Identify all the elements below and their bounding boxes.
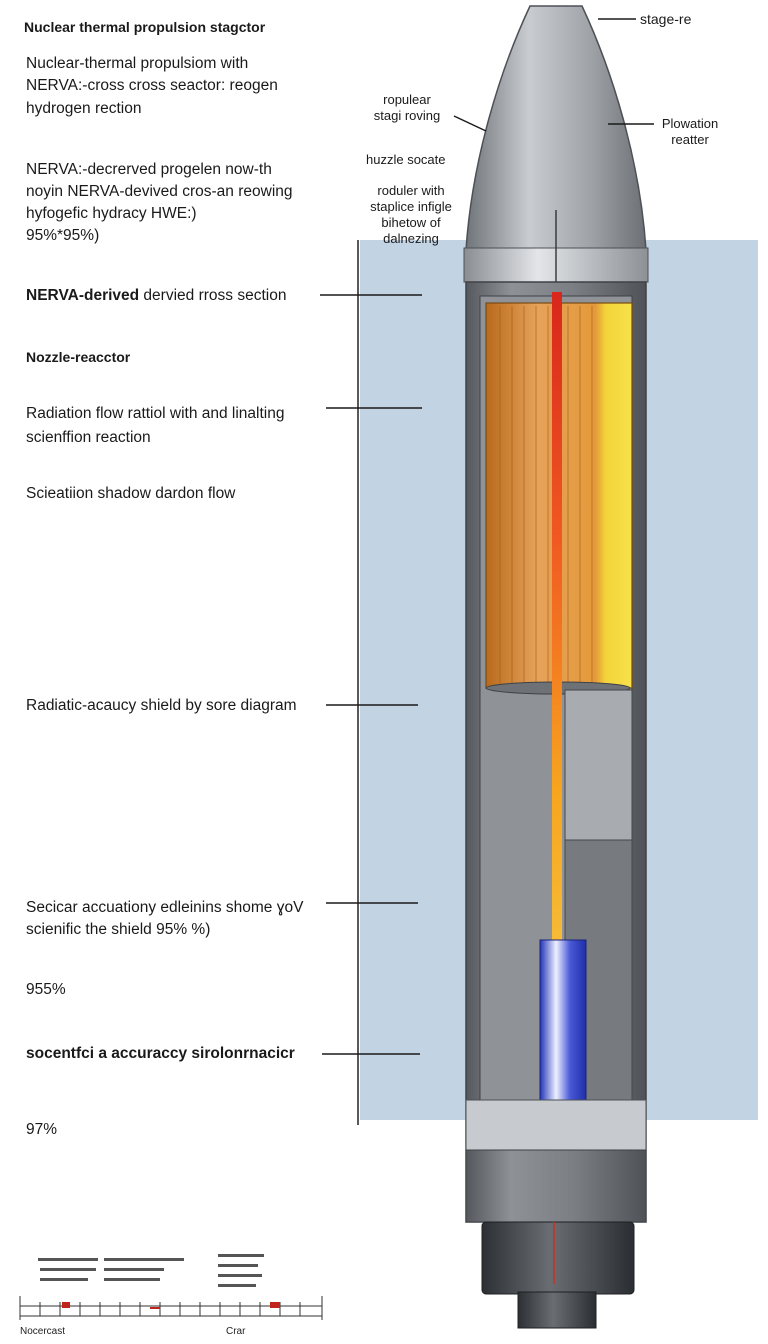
diagram-title: Nuclear thermal propulsion stagctor [24, 19, 266, 35]
roduler-line-1: roduler with [377, 183, 445, 198]
secicar-line-2: scienific the shield 95% %) [26, 921, 211, 938]
hydrogen-flow [552, 292, 562, 1292]
blue-element [539, 939, 587, 1111]
scale-caption-right: Crar [226, 1326, 246, 1337]
nozzle-reactor-heading: Nozzle-reacctor [26, 349, 131, 365]
huzzle-label: huzzle socate [366, 152, 446, 167]
roduler-line-3: bihetow of [381, 214, 441, 230]
plowation-line-2: reatter [671, 131, 709, 147]
stage-re-label: stage-re [640, 11, 692, 27]
plowation-line-1: Plowation [661, 116, 719, 131]
cross-section-rest: dervied rross section [139, 287, 287, 304]
nerva-line-4: 95%*95%) [26, 227, 100, 244]
ropulear-line-1: ropulear [383, 92, 431, 107]
nerva-line-2: noyin NERVA-devived cros-an reowing [26, 183, 293, 200]
intro-line-3: hydrogen rection [26, 100, 142, 117]
nozzle-upper [481, 1221, 635, 1295]
roduler-line-4: dalnezing [383, 230, 439, 246]
intro-line-1: Nuclear-thermal propulsiom with [26, 55, 249, 72]
accuracy-label: socentfci a accuraccy sirolonrnacicr [26, 1045, 295, 1062]
leader-lines [320, 18, 654, 1055]
scale-caption-left: Nocercast [20, 1326, 66, 1337]
roduler-label: roduler with staplice infigle bihetow of… [356, 183, 466, 246]
scale-bar [19, 1254, 323, 1320]
nerva-line-1: NERVA:-decrerved progelen now-th [26, 161, 272, 178]
plowation-label: Plowation reatter [650, 116, 730, 148]
cross-section-label: NERVA-derived dervied rross section [26, 286, 286, 306]
percent-955: 955% [26, 981, 66, 998]
lower-ring [465, 1099, 647, 1151]
ropulear-label: ropulear stagi roving [362, 92, 452, 124]
percent-97: 97% [26, 1121, 58, 1138]
nerva-line-3: hyfogefic hydracy HWE:) [26, 205, 197, 222]
ropulear-line-2: stagi roving [373, 107, 441, 123]
shield-label: Radiatic-acaucy shield by sore diagram [26, 697, 297, 714]
radiation-flow-line-1: Radiation flow rattiol with and linaltin… [26, 405, 285, 422]
shadow-flow-label: Scieatiion shadow dardon flow [26, 485, 236, 502]
roduler-line-2: staplice infigle [370, 198, 452, 214]
secicar-line-1: Secicar accuationy edleinins shome ɣoV [26, 899, 304, 916]
intro-line-2: NERVA:-cross cross seactor: reogen [26, 77, 278, 94]
core-fuel-lines [499, 306, 593, 686]
cross-section-bold: NERVA-derived [26, 287, 140, 304]
shield-column [564, 689, 633, 841]
nozzle-lower [517, 1291, 597, 1329]
radiation-flow-line-2: scienffion reaction [26, 429, 151, 446]
